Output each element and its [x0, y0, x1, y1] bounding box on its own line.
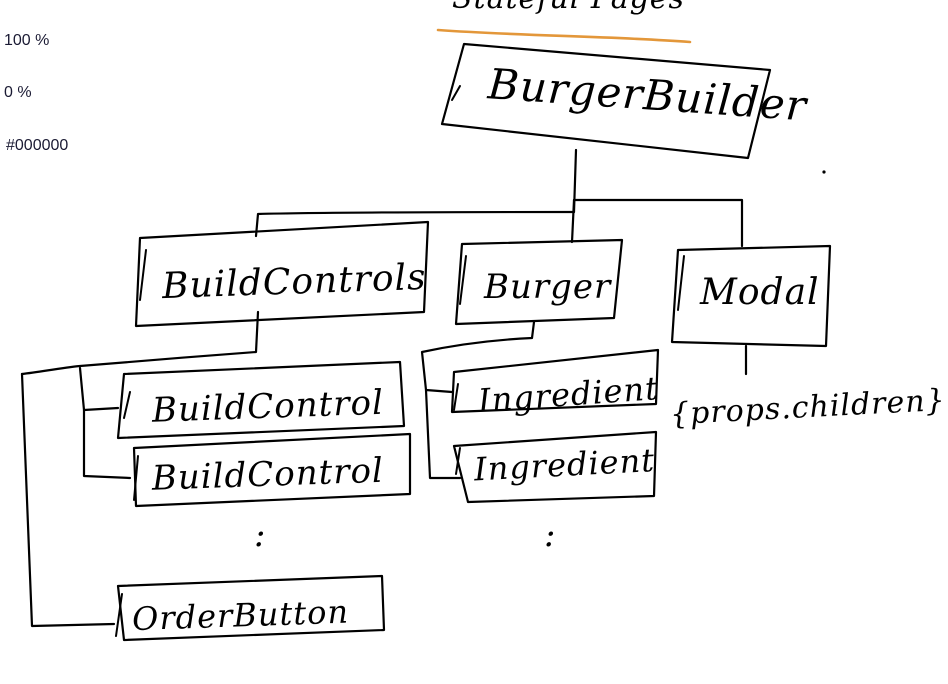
- stray-dot: [822, 170, 826, 174]
- build-controls-label: BuildControls: [160, 257, 427, 307]
- build-control-label-2: BuildControl: [150, 451, 384, 499]
- modal-child-label: {props.children}: [669, 383, 946, 432]
- connector-root-mid: [570, 198, 576, 244]
- ingredients-ellipsis: :: [544, 515, 556, 555]
- burger-builder-box: [440, 42, 772, 160]
- connector-build-controls-down: [20, 310, 260, 376]
- burger-label: Burger: [483, 267, 612, 307]
- connector-root-left: [254, 210, 576, 238]
- connector-burger-down: [420, 320, 536, 394]
- build-controls-ellipsis: :: [254, 515, 266, 555]
- ingredient-box-2: [452, 430, 658, 504]
- header-underline: [436, 28, 692, 44]
- property-panel: 100 % 0 % #000000: [0, 0, 110, 180]
- connector-build-control-2: [82, 408, 132, 480]
- modal-label: Modal: [699, 272, 820, 313]
- build-control-label-1: BuildControl: [150, 383, 384, 431]
- connector-build-control-1: [78, 366, 120, 412]
- ingredient-box-1: [450, 348, 660, 414]
- modal-box: [670, 244, 832, 348]
- burger-box: [454, 238, 624, 326]
- build-control-box-1: [116, 360, 406, 440]
- connector-root-right: [572, 198, 744, 248]
- ingredient-label-2: Ingredient: [472, 441, 656, 488]
- order-button-box: [116, 574, 386, 642]
- order-button-label: OrderButton: [131, 593, 349, 639]
- color-value[interactable]: #000000: [6, 137, 69, 154]
- ingredient-label-1: Ingredient: [476, 369, 660, 420]
- connector-ingredient-2: [424, 388, 462, 480]
- connector-order-button: [20, 372, 116, 628]
- build-controls-box: [134, 220, 430, 328]
- opacity-value[interactable]: 100 %: [4, 32, 50, 49]
- header-title-fragment: Stateful Pages: [452, 0, 685, 16]
- fill-value[interactable]: 0 %: [4, 84, 32, 101]
